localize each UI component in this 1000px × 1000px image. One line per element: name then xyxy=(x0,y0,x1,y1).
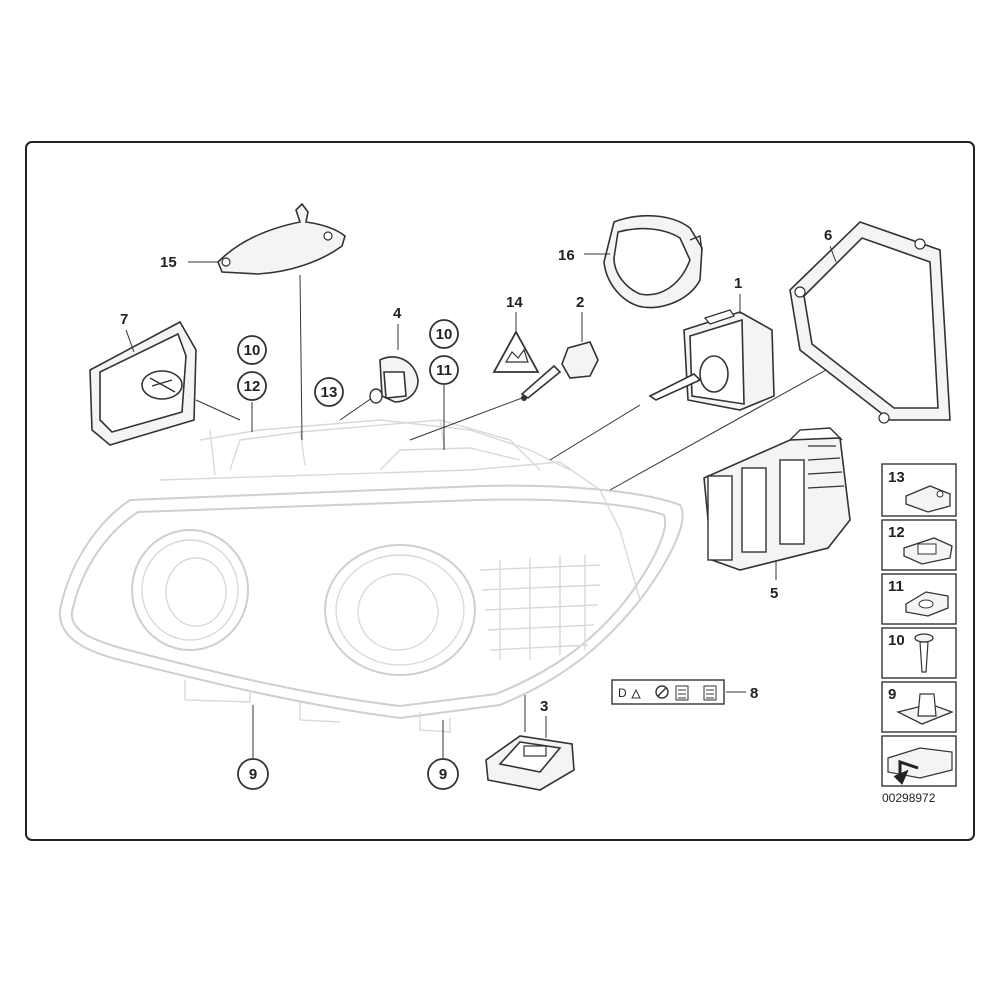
svg-text:12: 12 xyxy=(888,524,905,541)
part-3-control-unit xyxy=(485,735,575,791)
part-4-bulb xyxy=(369,356,419,404)
circle-label-12: 12 xyxy=(237,371,267,401)
svg-text:9: 9 xyxy=(249,766,257,783)
part-6-gasket xyxy=(789,221,951,424)
circle-label-10-left: 10 xyxy=(237,335,267,365)
label-16: 16 xyxy=(558,247,575,264)
part-2-bulb xyxy=(520,341,599,401)
part-15-cover xyxy=(217,202,346,275)
circle-label-9-left: 9 xyxy=(237,758,269,790)
label-2: 2 xyxy=(576,294,584,311)
legend-item-9: 9 xyxy=(881,681,957,733)
svg-text:10: 10 xyxy=(244,342,261,359)
legend-item-12: 12 xyxy=(881,519,957,571)
svg-text:10: 10 xyxy=(888,632,905,649)
svg-text:13: 13 xyxy=(888,469,905,486)
legend-item-11: 11 xyxy=(881,573,957,625)
diagram-frame xyxy=(25,141,975,841)
part-14-warning-sticker xyxy=(492,330,540,373)
label-1: 1 xyxy=(734,275,742,292)
label-4: 4 xyxy=(393,305,402,322)
label-5: 5 xyxy=(770,585,778,602)
label-14: 14 xyxy=(506,294,523,311)
legend-arrow-panel xyxy=(881,735,957,787)
circle-label-10-right: 10 xyxy=(429,319,459,349)
circle-label-9-right: 9 xyxy=(427,758,459,790)
circle-label-13: 13 xyxy=(314,377,344,407)
svg-text:10: 10 xyxy=(436,326,453,343)
circle-label-11: 11 xyxy=(429,355,459,385)
diagram-code: 00298972 xyxy=(882,791,936,805)
svg-text:9: 9 xyxy=(888,686,896,703)
label-8: 8 xyxy=(750,685,758,702)
part-16-cap xyxy=(603,214,703,309)
label-15: 15 xyxy=(160,254,177,271)
svg-text:D: D xyxy=(618,686,627,700)
legend-item-13: 13 xyxy=(881,463,957,517)
label-3: 3 xyxy=(540,698,548,715)
circled-labels: 10 12 13 10 11 9 9 xyxy=(237,319,459,790)
svg-text:9: 9 xyxy=(439,766,447,783)
svg-text:12: 12 xyxy=(244,378,261,395)
svg-text:11: 11 xyxy=(436,362,452,379)
label-7: 7 xyxy=(120,311,128,328)
part-8-label: D xyxy=(611,679,746,705)
headlight-housing-outline xyxy=(58,419,684,733)
legend-item-10: 10 xyxy=(881,627,957,679)
label-6: 6 xyxy=(824,227,832,244)
svg-text:13: 13 xyxy=(321,384,338,401)
svg-text:11: 11 xyxy=(888,578,904,595)
fastener-legend: 13 12 11 10 9 xyxy=(881,463,957,805)
part-labels: 15 7 4 14 2 16 1 6 5 8 3 xyxy=(120,227,837,738)
part-5-led-module xyxy=(703,427,851,571)
part-1-igniter xyxy=(648,309,775,411)
part-7-ballast xyxy=(89,320,197,446)
